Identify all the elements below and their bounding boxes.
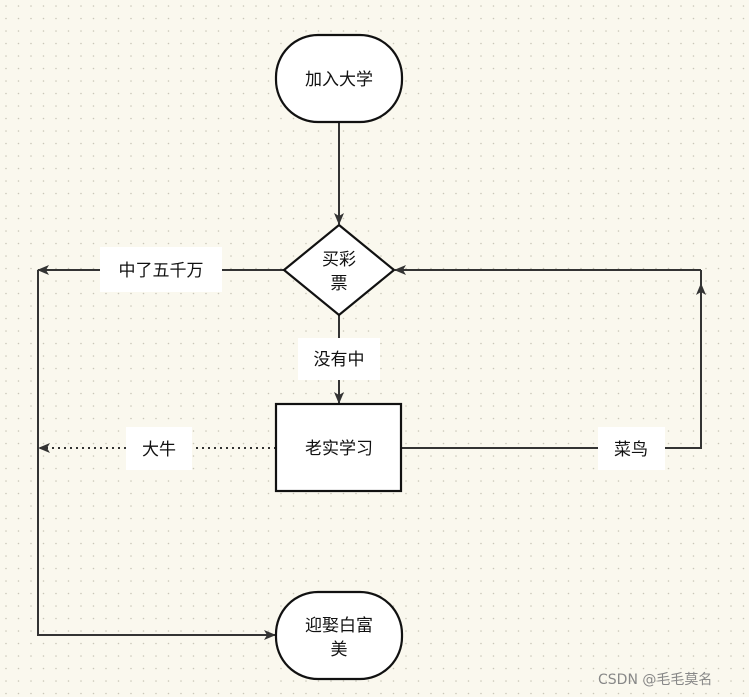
node-study[interactable]: 老实学习	[274, 402, 403, 493]
edge-label-win: 中了五千万	[100, 247, 222, 292]
svg-text:中了五千万: 中了五千万	[119, 261, 204, 281]
node-start[interactable]: 加入大学	[274, 33, 404, 124]
edge-label-not-win: 没有中	[298, 338, 380, 380]
edge-novice	[401, 283, 706, 449]
node-end-label-1: 迎娶白富	[305, 616, 373, 636]
svg-text:没有中: 没有中	[314, 350, 365, 370]
node-end[interactable]: 迎娶白富 美	[274, 590, 404, 681]
watermark: CSDN @毛毛莫名	[598, 672, 712, 688]
svg-text:菜鸟: 菜鸟	[614, 440, 648, 460]
edge-label-expert: 大牛	[126, 427, 192, 470]
node-study-label: 老实学习	[305, 439, 373, 459]
node-end-label-2: 美	[331, 640, 348, 660]
node-decision-label-2: 票	[331, 274, 348, 294]
edge-win-to-end	[37, 270, 276, 640]
svg-text:大牛: 大牛	[142, 440, 176, 460]
node-decision[interactable]: 买彩 票	[282, 223, 396, 317]
node-decision-label-1: 买彩	[322, 250, 356, 270]
edge-label-novice: 菜鸟	[598, 427, 665, 470]
node-start-label: 加入大学	[305, 70, 373, 90]
